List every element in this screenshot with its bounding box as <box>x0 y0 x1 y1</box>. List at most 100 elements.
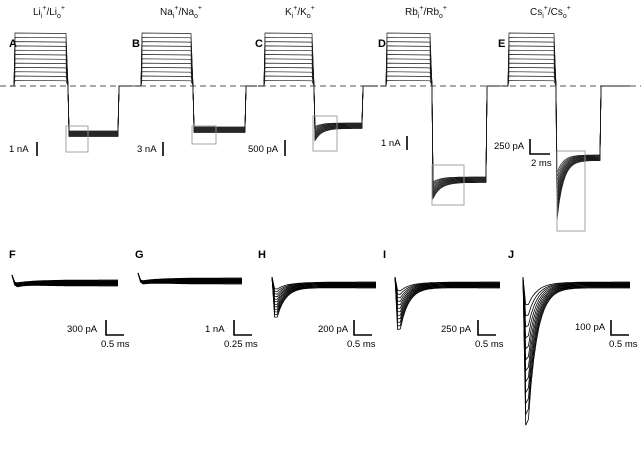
zoom-trace-J-1 <box>522 276 630 306</box>
scale-label-I-y: 250 pA <box>441 324 472 335</box>
scale-label-J-x: 0.5 ms <box>609 339 638 350</box>
panel-label-A: A <box>9 38 17 50</box>
panel-label-B: B <box>132 38 140 50</box>
scale-label-B: 3 nA <box>137 144 157 155</box>
scale-label-G-x: 0.25 ms <box>224 339 258 350</box>
current-trace-B-12 <box>135 79 257 133</box>
zoom-trace-I-9 <box>394 276 500 320</box>
current-trace-A-8 <box>10 62 132 135</box>
panel-label-D: D <box>378 38 386 50</box>
zoom-traces-I <box>394 276 500 330</box>
zoom-trace-J-4 <box>522 276 630 339</box>
current-trace-E-12 <box>502 79 630 221</box>
current-trace-B-4 <box>135 45 257 129</box>
current-trace-B-8 <box>135 62 257 131</box>
title-A: Lii+/Lio+ <box>33 5 65 20</box>
scale-label-J-y: 100 pA <box>575 322 606 333</box>
scale-label-H-y: 200 pA <box>318 324 349 335</box>
scale-label-F-x: 0.5 ms <box>101 339 130 350</box>
current-trace-C-11 <box>258 75 378 141</box>
zoom-trace-I-5 <box>394 276 500 306</box>
current-trace-A-3 <box>10 41 132 133</box>
scale-bar-G <box>233 320 252 336</box>
zoom-box-D <box>431 164 465 206</box>
title-C: Ki+/Ko+ <box>285 5 315 20</box>
title-D: Rbi+/Rbo+ <box>405 5 447 20</box>
zoom-trace-I-7 <box>394 276 500 313</box>
scale-bar-F <box>105 320 124 336</box>
zoom-trace-H-10 <box>271 276 376 313</box>
current-trace-C-6 <box>258 54 378 134</box>
current-trace-A-5 <box>10 49 132 134</box>
zoom-trace-H-12 <box>271 276 376 318</box>
current-trace-D-1 <box>381 32 500 183</box>
current-trace-E-1 <box>502 32 630 174</box>
zoom-trace-J-6 <box>522 276 630 361</box>
zoom-box-A <box>65 125 89 153</box>
current-trace-E-7 <box>502 58 630 199</box>
zoom-trace-I-6 <box>394 276 500 309</box>
current-trace-B-7 <box>135 58 257 131</box>
scale-label-F-y: 300 pA <box>67 324 98 335</box>
scale-bar-J <box>610 320 629 336</box>
zoom-trace-H-5 <box>271 276 376 300</box>
scale-bar-E <box>529 139 550 155</box>
zoom-trace-I-11 <box>394 276 500 327</box>
panel-label-H: H <box>258 249 266 261</box>
zoom-trace-J-2 <box>522 276 630 317</box>
scale-label-E-x: 2 ms <box>531 158 552 169</box>
current-trace-B-11 <box>135 75 257 133</box>
zoom-trace-H-2 <box>271 276 376 293</box>
panel-label-I: I <box>383 249 386 261</box>
current-trace-B-2 <box>135 36 257 128</box>
current-trace-B-9 <box>135 67 257 132</box>
zoom-trace-G-12 <box>137 272 242 285</box>
zoom-trace-H-8 <box>271 276 376 308</box>
zoom-trace-I-12 <box>394 276 500 330</box>
scale-label-E-y: 250 pA <box>494 141 525 152</box>
current-trace-C-12 <box>258 79 378 142</box>
zoom-trace-J-10 <box>522 276 630 405</box>
panel-label-E: E <box>498 38 505 50</box>
zoom-trace-J-3 <box>522 276 630 328</box>
zoom-trace-H-1 <box>271 276 376 290</box>
current-trace-A-12 <box>10 79 132 137</box>
zoom-trace-J-8 <box>522 276 630 383</box>
zoom-trace-I-3 <box>394 276 500 299</box>
panel-label-F: F <box>9 249 16 261</box>
panel-label-J: J <box>508 249 514 261</box>
zoom-trace-I-10 <box>394 276 500 323</box>
zoom-trace-J-7 <box>522 276 630 372</box>
title-E: Csi+/Cso+ <box>530 5 571 20</box>
current-trace-D-5 <box>381 49 500 189</box>
current-trace-B-1 <box>135 32 257 128</box>
zoom-traces-F <box>11 274 118 288</box>
zoom-trace-H-6 <box>271 276 376 303</box>
scale-bar-H <box>353 320 372 336</box>
current-trace-A-2 <box>10 36 132 132</box>
current-traces-E <box>502 32 630 221</box>
current-trace-A-7 <box>10 58 132 135</box>
zoom-traces-G <box>137 272 242 285</box>
scale-label-D: 1 nA <box>381 138 401 149</box>
zoom-box-E <box>556 150 586 232</box>
current-trace-B-6 <box>135 54 257 130</box>
current-trace-C-5 <box>258 49 378 133</box>
current-trace-D-6 <box>381 54 500 191</box>
current-traces-A <box>10 32 132 137</box>
current-trace-D-12 <box>381 79 500 200</box>
panel-label-C: C <box>255 38 263 50</box>
title-B: Nai+/Nao+ <box>160 5 202 20</box>
scale-label-A: 1 nA <box>9 144 29 155</box>
zoom-trace-I-8 <box>394 276 500 316</box>
scale-label-I-x: 0.5 ms <box>475 339 504 350</box>
current-trace-A-11 <box>10 75 132 137</box>
current-trace-B-5 <box>135 49 257 130</box>
zoom-trace-H-11 <box>271 276 376 316</box>
zoom-trace-I-4 <box>394 276 500 302</box>
zoom-trace-I-1 <box>394 276 500 292</box>
panel-label-G: G <box>135 249 144 261</box>
current-traces-B <box>135 32 257 133</box>
current-trace-C-2 <box>258 36 378 129</box>
